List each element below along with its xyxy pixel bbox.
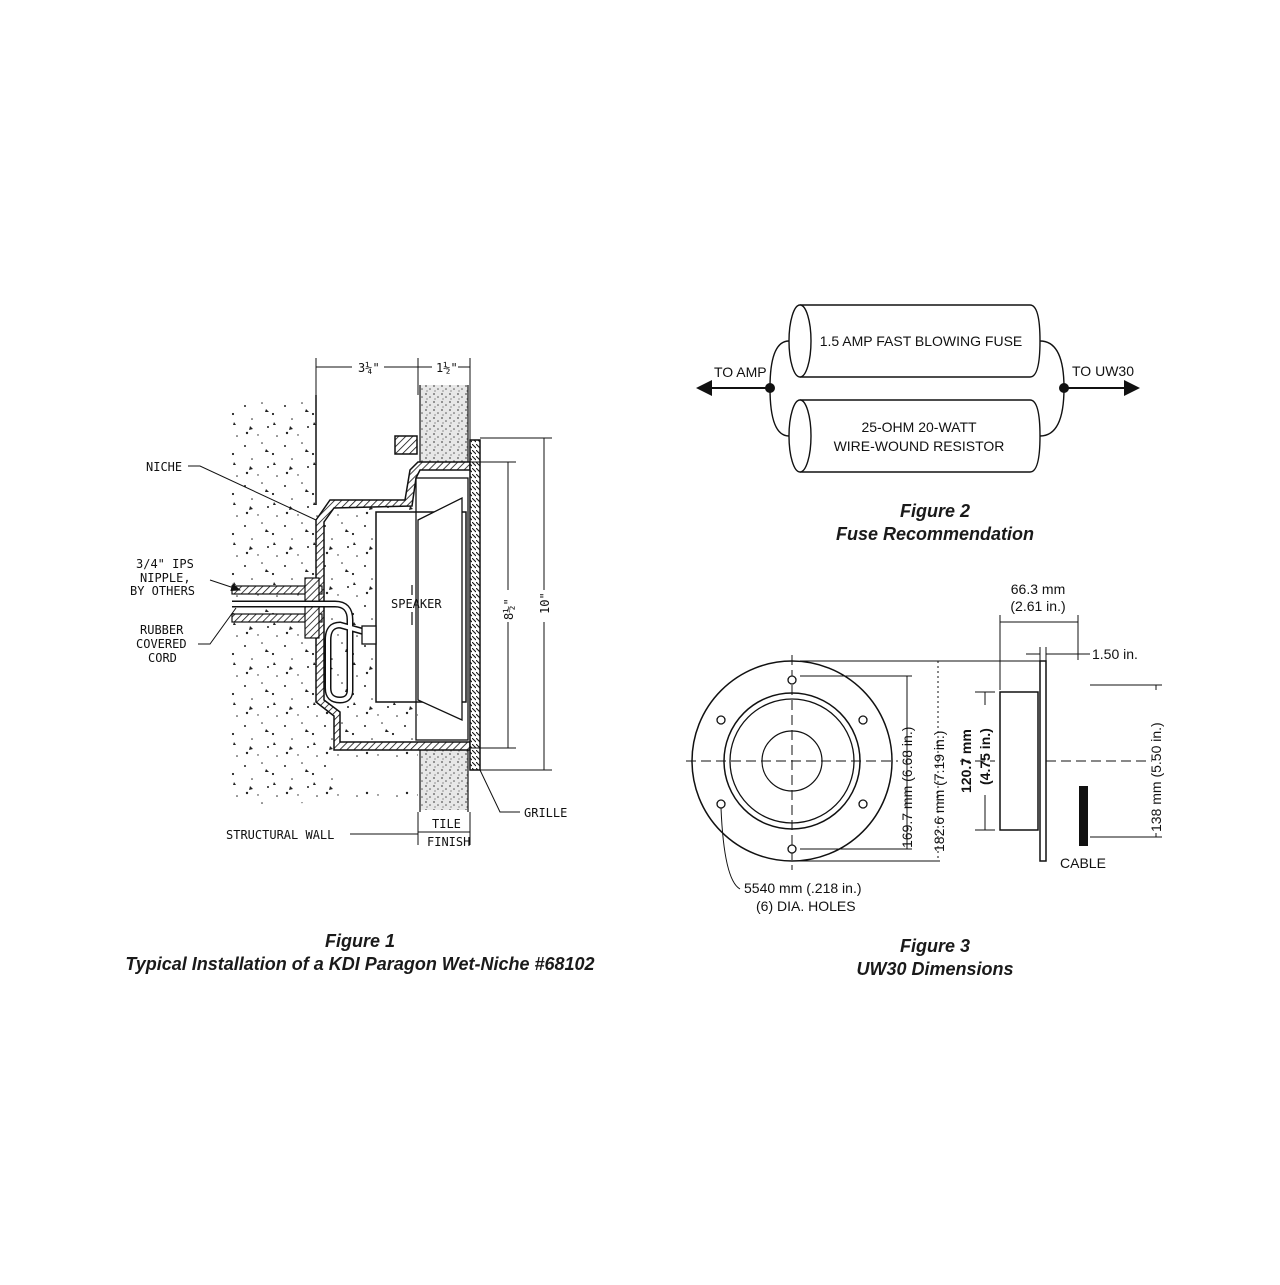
figure-2-title: Figure 2 bbox=[899, 501, 970, 521]
structural-wall-label: STRUCTURAL WALL bbox=[226, 828, 334, 842]
grille-face bbox=[469, 439, 481, 771]
figure-2-fuse-diagram: 1.5 AMP FAST BLOWING FUSE 25-OHM 20-WATT… bbox=[696, 304, 1140, 473]
nipple-label-line2: NIPPLE, bbox=[140, 571, 191, 585]
nipple-label-line3: BY OTHERS bbox=[130, 584, 195, 598]
depth-dim-mm: 66.3 mm bbox=[1011, 581, 1065, 597]
side-view-cable bbox=[1079, 786, 1088, 846]
flange-diameter-dim: 182.6 mm (7.19 in.) bbox=[931, 731, 947, 852]
bolt-circle-dim: 169.7 mm (6.68 in.) bbox=[899, 727, 915, 848]
dim-depth-label: 3¼" bbox=[358, 361, 380, 375]
cord-label-line1: RUBBER bbox=[140, 623, 184, 637]
dim-tile-label: 1½" bbox=[436, 361, 458, 375]
overall-height-dim: 138 mm (5.50 in.) bbox=[1148, 722, 1164, 832]
figure-2-caption: Figure 2 Fuse Recommendation bbox=[740, 500, 1130, 546]
depth-dim-in: (2.61 in.) bbox=[1010, 598, 1065, 614]
dim-grille-outer-label: 10" bbox=[538, 592, 552, 614]
tile-finish bbox=[420, 385, 468, 465]
cable-label: CABLE bbox=[1060, 855, 1106, 871]
cord-label-line2: COVERED bbox=[136, 637, 187, 651]
dim-grille-inner-label: 8½" bbox=[502, 598, 516, 620]
figure-3-title: Figure 3 bbox=[899, 936, 970, 956]
resistor-cylinder bbox=[788, 399, 812, 473]
holes-label-line1: 5540 mm (.218 in.) bbox=[744, 880, 862, 896]
figure-1-installation-diagram: 3¼" 1½" 8½" 10" NICHE 3/4" IPS NIPPLE, B… bbox=[130, 358, 567, 849]
flange-thickness-dim: 1.50 in. bbox=[1092, 646, 1138, 662]
body-dim-in: (4.75 in.) bbox=[977, 728, 993, 785]
figure-1-caption: Figure 1 Typical Installation of a KDI P… bbox=[80, 930, 640, 976]
figure-3-caption: Figure 3 UW30 Dimensions bbox=[740, 935, 1130, 981]
side-view-body bbox=[999, 691, 1039, 831]
body-dim-mm: 120.7 mm bbox=[958, 729, 974, 793]
finish-label: FINISH bbox=[427, 835, 470, 849]
to-amp-label: TO AMP bbox=[714, 364, 767, 380]
niche-label: NICHE bbox=[146, 460, 182, 474]
figure-3-dimensions-diagram: 169.7 mm (6.68 in.) 182.6 mm (7.19 in.) … bbox=[686, 581, 1164, 914]
resistor-label-line1: 25-OHM 20-WATT bbox=[861, 419, 977, 435]
to-uw30-label: TO UW30 bbox=[1072, 363, 1134, 379]
niche-shell bbox=[315, 461, 471, 751]
fuse-label: 1.5 AMP FAST BLOWING FUSE bbox=[820, 333, 1023, 349]
fuse-cylinder bbox=[788, 304, 812, 378]
figure-2-subtitle: Fuse Recommendation bbox=[835, 524, 1035, 544]
cord-label-line3: CORD bbox=[148, 651, 177, 665]
mounting-hole bbox=[787, 675, 797, 685]
holes-label-line2: (6) DIA. HOLES bbox=[756, 898, 856, 914]
tile-label: TILE bbox=[432, 817, 461, 831]
speaker-label: SPEAKER bbox=[391, 597, 442, 611]
nipple-label-line1: 3/4" IPS bbox=[136, 557, 194, 571]
figure-1-subtitle: Typical Installation of a KDI Paragon We… bbox=[125, 954, 595, 974]
grille-label: GRILLE bbox=[524, 806, 567, 820]
side-view-flange bbox=[1039, 660, 1047, 862]
figure-3-subtitle: UW30 Dimensions bbox=[856, 959, 1014, 979]
figure-1-title: Figure 1 bbox=[324, 931, 395, 951]
resistor-label-line2: WIRE-WOUND RESISTOR bbox=[834, 438, 1005, 454]
